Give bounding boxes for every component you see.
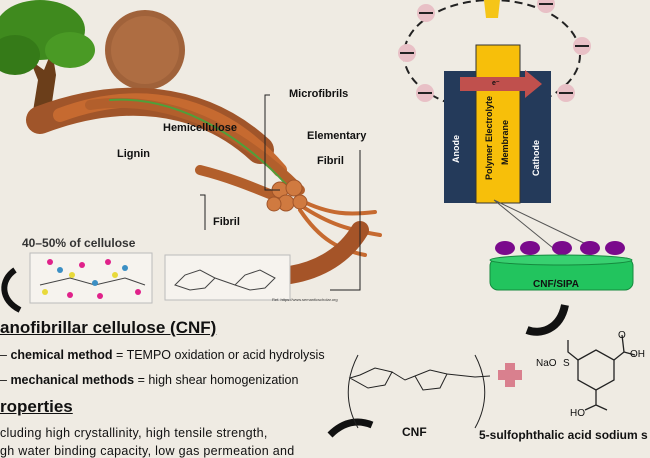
properties-heading: roperties xyxy=(0,397,73,416)
curved-arrow-icon xyxy=(1,267,22,313)
cellulose-atoms xyxy=(39,259,146,299)
fibril-bundle xyxy=(26,87,382,284)
electron-arrow xyxy=(460,70,542,98)
anode-label: Anode xyxy=(451,135,461,163)
sipa-oh: OH xyxy=(630,349,645,360)
sipa-ho: HO xyxy=(570,408,585,419)
electron-label: e⁻ xyxy=(492,80,500,87)
membrane-label-1: Polymer Electrolyte xyxy=(484,96,494,181)
label-hemicellulose: Hemicellulose xyxy=(163,122,237,134)
cnf-structure xyxy=(347,354,491,429)
cellulose-structural-formula xyxy=(164,254,291,301)
cnf-label: CNF xyxy=(402,425,427,439)
method-chemical: – chemical method = TEMPO oxidation or a… xyxy=(0,348,325,362)
cellulose-share: 40–50% of cellulose xyxy=(22,236,136,250)
sipa-nao: NaO xyxy=(536,358,557,369)
microfibril-cross-section xyxy=(266,179,308,212)
sipa-o: O xyxy=(618,330,626,341)
label-lignin: Lignin xyxy=(117,148,150,160)
particles xyxy=(495,241,625,255)
electrolyte-membrane xyxy=(475,44,521,204)
cnf-heading: anofibrillar cellulose (CNF) xyxy=(0,318,217,337)
sipa-s: S xyxy=(563,358,570,369)
label-elementary: Elementary xyxy=(307,130,367,142)
sipa-structure xyxy=(567,334,636,411)
cathode-label: Cathode xyxy=(531,140,541,176)
substrate-label: CNF/SIPA xyxy=(533,279,579,290)
membrane-label-2: Membrane xyxy=(500,120,510,166)
properties-line-1: cluding high crystallinity, high tensile… xyxy=(0,426,268,440)
label-microfibrils: Microfibrils xyxy=(289,88,349,100)
reference-link: Ref. https://www.semanticscholar.org xyxy=(272,297,338,302)
method-mechanical: – mechanical methods = high shear homoge… xyxy=(0,373,299,387)
label-fibril: Fibril xyxy=(213,216,240,228)
label-elementary-fibril: Fibril xyxy=(317,155,344,167)
plus-icon xyxy=(498,363,522,387)
properties-line-2: gh water binding capacity, low gas perme… xyxy=(0,444,295,458)
sipa-label: 5-sulfophthalic acid sodium s xyxy=(479,428,648,442)
lightbulb-icon xyxy=(484,0,500,18)
